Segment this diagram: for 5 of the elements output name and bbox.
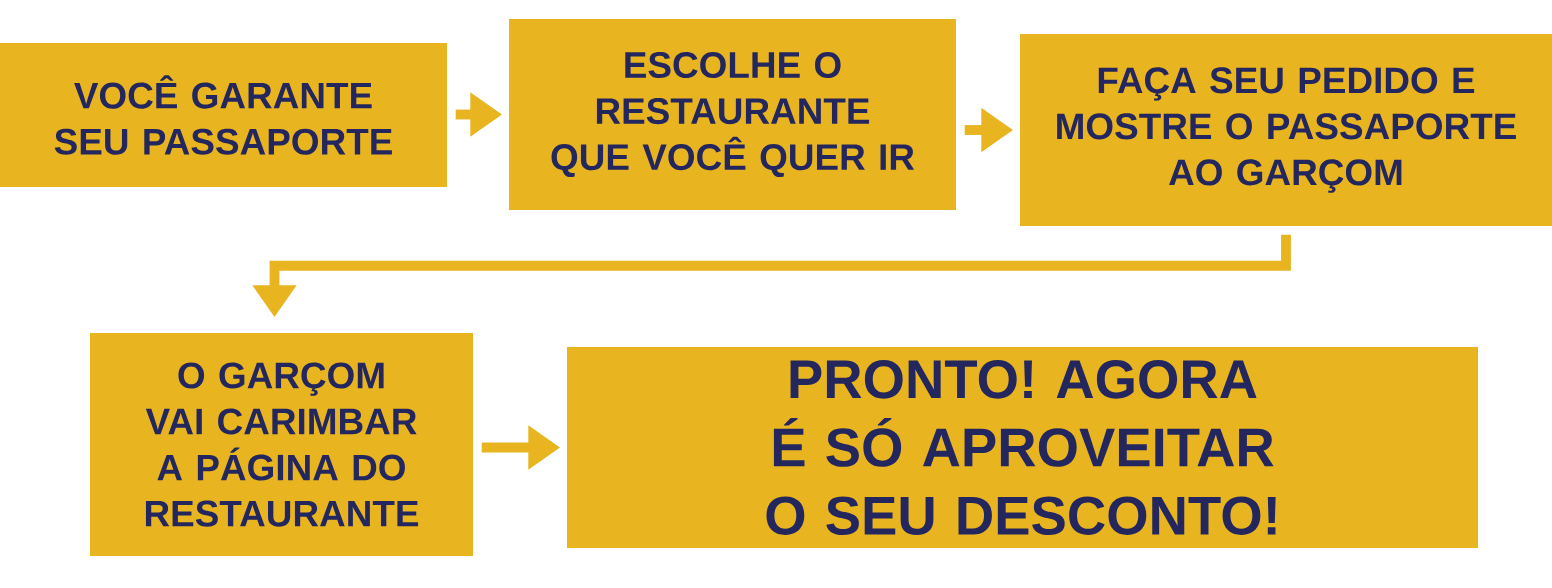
step-box: VOCÊ GARANTE SEU PASSAPORTE	[0, 43, 447, 187]
step-box: FAÇA SEU PEDIDO E MOSTRE O PASSAPORTE AO GARÇOM	[1020, 34, 1552, 226]
step-box: O GARÇOM VAI CARIMBAR A PÁGINA DO RESTAURANTE	[90, 333, 473, 556]
step-box: ESCOLHE O RESTAURANTE QUE VOCÊ QUER IR	[509, 19, 956, 210]
step-box: PRONTO! AGORA É SÓ APROVEITAR O SEU DESCONTO!	[567, 347, 1478, 548]
